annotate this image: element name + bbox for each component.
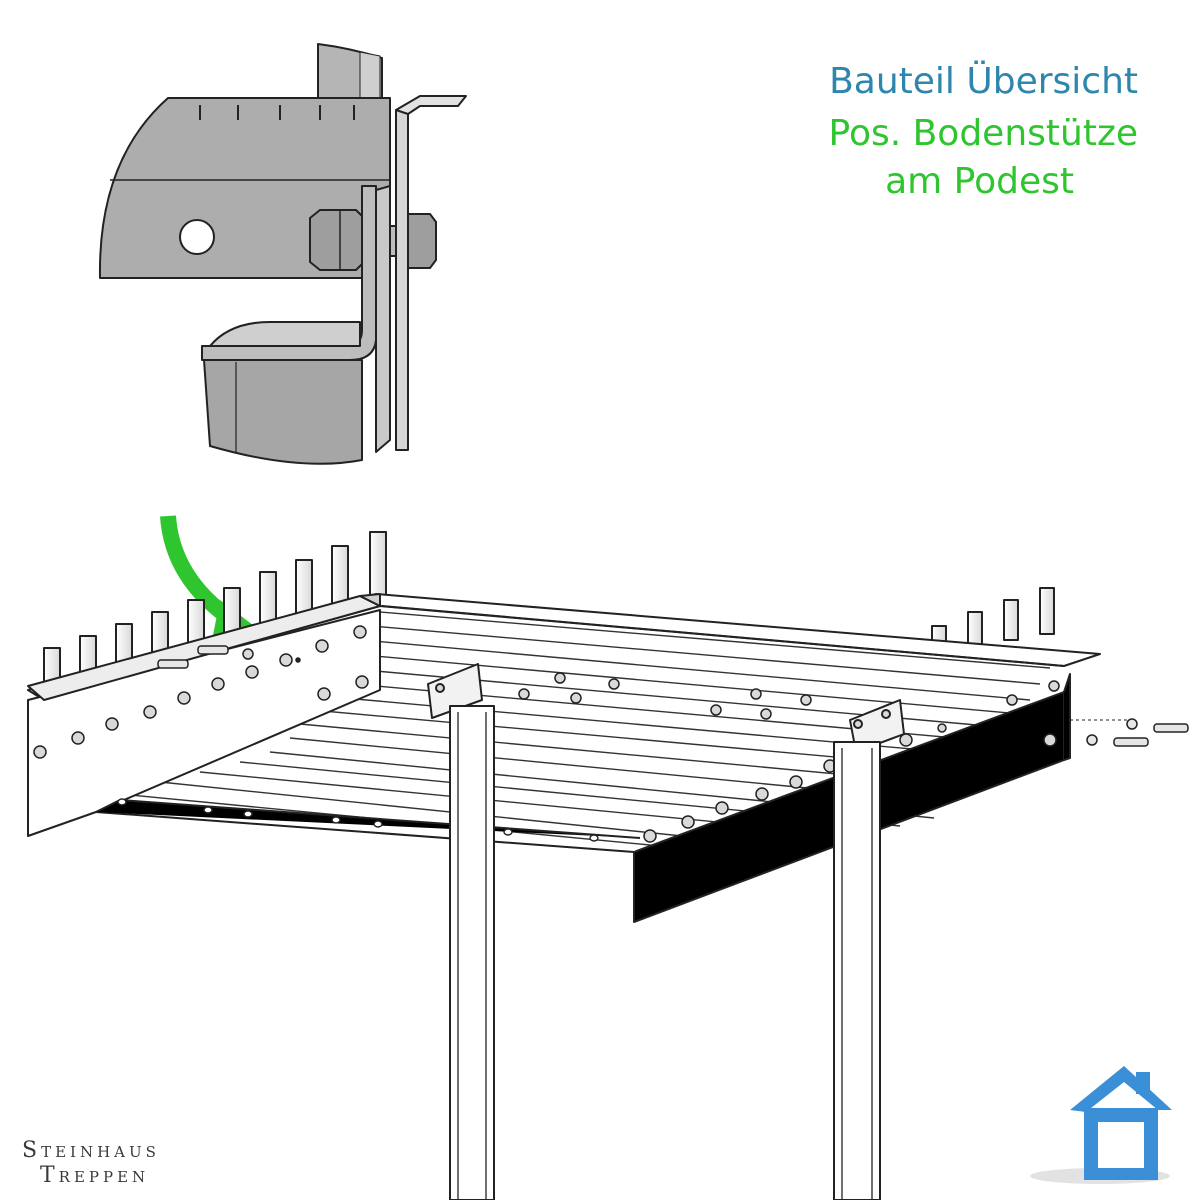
house-logo-icon	[1030, 1066, 1172, 1184]
floor-support-left	[427, 663, 495, 1200]
detail-bracket	[98, 43, 467, 465]
front-stringer-bolts	[643, 723, 1057, 843]
heading-line-3: am Podest	[885, 161, 1074, 202]
heading-line-1: Bauteil Übersicht	[829, 61, 1138, 102]
loose-bolts-left	[157, 645, 301, 669]
brand-line-1: Steinhaus	[22, 1138, 160, 1163]
deck-bolts	[518, 672, 1060, 720]
heading-line-2: Pos. Bodenstütze	[828, 113, 1138, 154]
brand-line-2: Treppen	[40, 1163, 150, 1188]
stringer-bolts	[33, 625, 369, 759]
loose-bolts-right	[1070, 718, 1189, 747]
curved-arrow-icon	[160, 515, 262, 640]
underside-holes	[117, 798, 599, 842]
landing-assembly	[27, 531, 1189, 1200]
floor-support-right	[833, 699, 905, 1200]
